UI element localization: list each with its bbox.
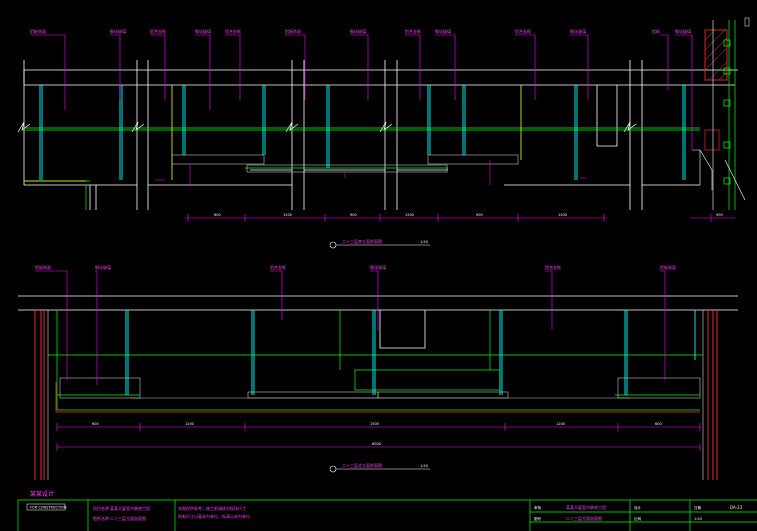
drawing-name-right: 二十三层立面剖面图 <box>566 515 602 521</box>
sheet-number: DA-23 <box>730 505 743 510</box>
design-label: 设计 <box>634 505 642 510</box>
lower-callout-6: 铝板饰面 <box>660 264 676 270</box>
title-block: 某某设计 FOR CONSTRUCTION 项目名称 某某大厦室内装修工程 图纸… <box>17 490 757 531</box>
lower-dim-total: 6000 <box>372 442 381 446</box>
lower-callout-2: 钢化玻璃 <box>95 264 111 270</box>
upper-dim-4: 1200 <box>405 213 414 217</box>
project-name-right: 某某大厦室内装修工程 <box>566 504 606 510</box>
upper-callout-7: 钢化玻璃 <box>350 28 366 34</box>
lower-dim-3: 1500 <box>370 422 379 426</box>
upper-callout-5: 铝合金框 <box>225 28 241 34</box>
sheet-label: 图号 <box>534 516 542 521</box>
upper-dim-5: 900 <box>476 213 483 217</box>
upper-title-block: 二十三层南立面剖面图 1:50 <box>329 238 430 249</box>
note-2: 所有尺寸以毫米为单位，标高以米为单位 <box>178 513 250 519</box>
lower-title-block: 二十三层北立面剖面图 1:50 <box>329 462 430 473</box>
upper-callout-13: 钢化玻璃 <box>675 28 691 34</box>
lower-callout-5: 铝合金框 <box>545 264 561 270</box>
lower-dimension-labels: 600 1200 1500 1200 600 6000 <box>92 422 662 446</box>
note-1: 本图仅供参考，施工前请核对现场尺寸 <box>178 505 246 511</box>
upper-section-title: 二十三层南立面剖面图 <box>342 238 382 244</box>
check-label: 审核 <box>534 505 542 510</box>
upper-callout-12: 铝板 <box>652 28 660 34</box>
lower-dim-2: 1200 <box>185 422 194 426</box>
upper-callout-8: 铝合金框 <box>405 28 421 34</box>
section-marker-icon <box>329 241 337 249</box>
lower-dim-4: 1200 <box>556 422 565 426</box>
drawing-label: 图纸名称 <box>93 515 109 521</box>
right-detail <box>692 17 750 210</box>
upper-section-scale: 1:50 <box>420 240 428 244</box>
upper-callout-3: 铝合金框 <box>150 28 166 34</box>
project-name: 某某大厦室内装修工程 <box>110 505 150 511</box>
lower-callout-1: 铝板饰面 <box>35 264 51 270</box>
upper-section: 铝板饰面 钢化玻璃 铝合金框 钢化玻璃 铝合金框 铝板饰面 钢化玻璃 铝合金框 … <box>17 17 750 249</box>
upper-dim-1: 600 <box>214 213 221 217</box>
lower-dim-1: 600 <box>92 422 99 426</box>
section-marker-icon <box>329 465 337 473</box>
lower-callout-4: 钢化玻璃 <box>370 264 386 270</box>
lower-section: 铝板饰面 钢化玻璃 铝合金框 钢化玻璃 铝合金框 铝板饰面 600 1200 1… <box>18 264 738 480</box>
upper-dim-6: 1200 <box>558 213 567 217</box>
upper-callout-9: 钢化玻璃 <box>435 28 451 34</box>
upper-callout-2: 钢化玻璃 <box>110 28 126 34</box>
upper-callout-labels: 铝板饰面 钢化玻璃 铝合金框 钢化玻璃 铝合金框 铝板饰面 钢化玻璃 铝合金框 … <box>30 28 691 34</box>
upper-callout-10: 铝合金框 <box>515 28 531 34</box>
drawing-name: 二十三层立面剖面图 <box>110 515 146 521</box>
lower-callout-3: 铝合金框 <box>270 264 286 270</box>
upper-callout-11: 钢化玻璃 <box>570 28 586 34</box>
upper-callout-6: 铝板饰面 <box>285 28 301 34</box>
scale-label: 比例 <box>634 516 642 521</box>
lower-section-scale: 1:50 <box>420 464 428 468</box>
upper-dim-2: 1200 <box>283 213 292 217</box>
upper-dim-3: 900 <box>350 213 357 217</box>
company-subtitle: FOR CONSTRUCTION <box>30 506 67 510</box>
upper-dim-7: 900 <box>716 213 723 217</box>
upper-callout-1: 铝板饰面 <box>30 28 46 34</box>
upper-dimension-labels: 600 1200 900 1200 900 1200 900 <box>214 213 723 217</box>
lower-callout-labels: 铝板饰面 钢化玻璃 铝合金框 钢化玻璃 铝合金框 铝板饰面 <box>35 264 676 270</box>
lower-dim-5: 600 <box>655 422 662 426</box>
project-label: 项目名称 <box>93 505 109 511</box>
upper-callout-4: 钢化玻璃 <box>195 28 211 34</box>
scale-value: 1:50 <box>694 517 702 521</box>
date-label: 日期 <box>694 505 702 510</box>
company-name: 某某设计 <box>30 490 54 498</box>
lower-section-title: 二十三层北立面剖面图 <box>342 462 382 468</box>
